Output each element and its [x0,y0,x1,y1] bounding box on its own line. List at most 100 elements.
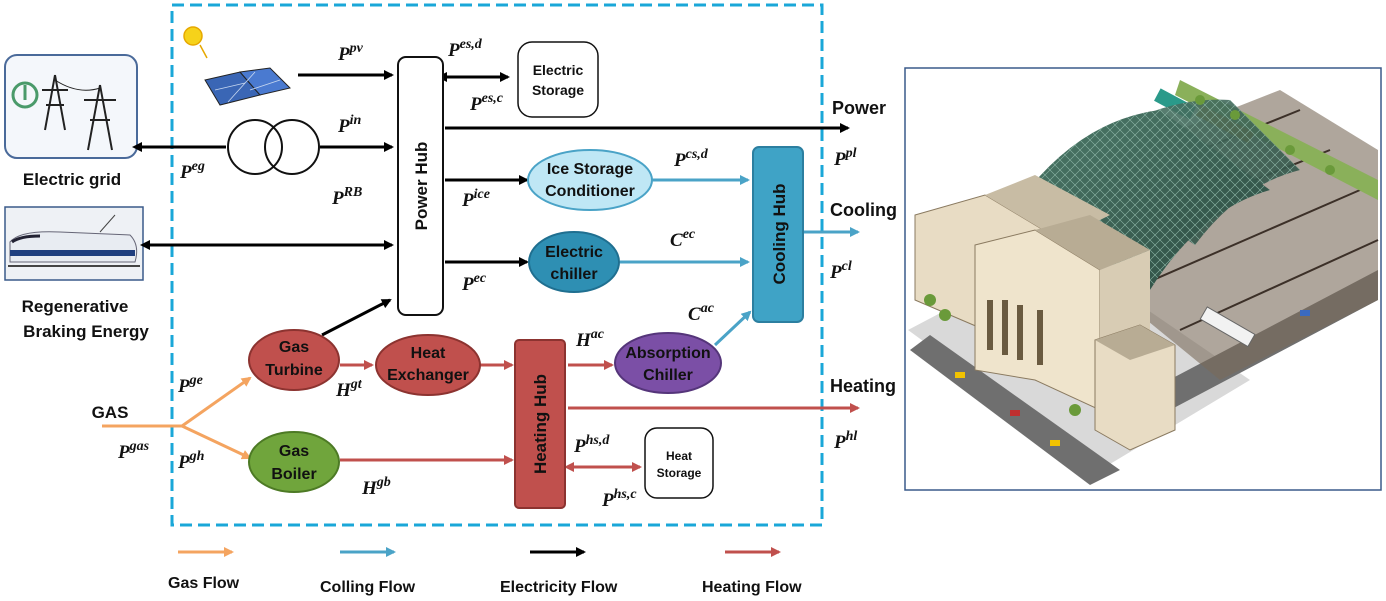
symbol-base: P [829,262,842,283]
symbol-cec: Cec [670,227,696,251]
train-station-illustration [904,67,1382,491]
symbol-pec: Pec [461,271,487,295]
symbol-pcsd: Pcs,d [673,147,709,171]
electric-grid-label: Electric grid [23,170,121,189]
gas-turbine: Gas Turbine [248,329,340,391]
symbol-pesc: Pes,c [469,91,504,115]
gas-label: GAS [92,403,129,422]
system-boundary [170,3,824,527]
symbol-superscript: cl [842,259,852,274]
solar-panel-icon [183,26,291,106]
symbol-superscript: eg [192,159,205,174]
symbol-superscript: pl [845,146,857,161]
legend-gas-label: Gas Flow [168,575,240,592]
heat-exchanger: Heat Exchanger [375,334,481,396]
symbol-base: P [179,162,192,183]
absorption-label-2: Chiller [643,367,693,384]
gas-turbine-arrow [181,376,252,428]
symbol-hgt: Hgt [335,377,363,401]
absorption-chiller: Absorption Chiller [614,332,722,394]
regenerative-label-2: Braking Energy [23,322,149,341]
heat-storage-label-1: Heat [666,449,692,463]
absorption-label-1: Absorption [625,345,710,362]
heating-hub-label: Heating Hub [531,374,550,474]
symbol-superscript: hs,c [614,487,638,502]
symbol-base: H [361,478,378,499]
symbol-base: P [177,452,190,473]
heat-exchanger-label-1: Heat [411,345,446,362]
symbol-superscript: hs,d [586,433,611,448]
symbol-base: P [177,376,190,397]
heat-storage-label-2: Storage [657,466,702,480]
symbol-pgh: Pgh [177,449,205,473]
symbol-base: P [601,490,614,511]
train-icon [4,206,144,281]
symbol-superscript: ec [683,227,696,242]
legend-cooling-label: Colling Flow [320,579,416,596]
symbol-base: P [331,188,344,209]
symbol-base: P [673,150,686,171]
symbol-base: H [575,330,592,351]
symbol-base: P [573,436,586,457]
ice-storage-conditioner: Ice Storage Conditioner [527,149,653,211]
electric-chiller-label-1: Electric [545,244,603,261]
regenerative-label-1: Regenerative [22,297,129,316]
symbol-pgas: Pgas [117,439,150,463]
symbol-pge: Pge [177,373,203,397]
absorption-cooling-arrow [713,310,752,347]
symbol-base: P [833,149,846,170]
symbol-hgb: Hgb [361,475,391,499]
legend-heating-label: Heating Flow [702,579,802,596]
heating-output-label: Heating [830,376,896,396]
symbol-phl: Phl [833,429,857,453]
symbol-superscript: ec [474,271,487,286]
symbol-peg: Peg [179,159,205,183]
symbol-pcl: Pcl [829,259,852,283]
symbol-superscript: ac [701,301,715,316]
symbol-ppv: Ppv [337,41,364,65]
symbol-phsd: Phs,d [573,433,610,457]
symbol-superscript: gh [189,449,205,464]
electric-chiller: Electric chiller [528,231,620,293]
symbol-base: P [461,190,474,211]
gas-boiler-label-1: Gas [279,443,309,460]
symbol-superscript: RB [343,185,363,200]
ice-storage-label-1: Ice Storage [547,161,633,178]
electric-chiller-label-2: chiller [550,266,597,283]
symbol-superscript: es,c [482,91,504,106]
heating-hub: Heating Hub [514,339,566,509]
cooling-hub-label: Cooling Hub [770,183,789,284]
symbol-pice: Pice [461,187,490,211]
electric-storage: Electric Storage [517,41,599,118]
symbol-superscript: in [350,113,362,128]
legend: Gas Flow Colling Flow Electricity Flow H… [168,547,802,596]
gas-boiler-arrow [181,424,252,460]
symbol-superscript: ge [189,373,203,388]
gas-boiler-label-2: Boiler [271,466,316,483]
symbol-base: P [833,432,846,453]
symbol-superscript: pv [349,41,364,56]
symbol-base: P [469,94,482,115]
symbol-base: P [117,442,130,463]
symbol-ppl: Ppl [833,146,857,170]
symbol-hac: Hac [575,327,605,351]
power-output-label: Power [832,98,886,118]
ice-storage-label-2: Conditioner [545,183,635,200]
symbol-base: P [461,274,474,295]
turbine-power-arrow [321,298,392,337]
cooling-output-label: Cooling [830,200,897,220]
symbol-base: P [447,40,460,61]
cooling-hub: Cooling Hub [752,146,804,323]
symbol-pesd: Pes,d [447,37,483,61]
symbol-superscript: hl [846,429,858,444]
symbol-base: C [688,304,701,325]
symbol-pin: Pin [337,113,361,137]
symbol-base: P [337,44,350,65]
electric-storage-label-1: Electric [533,62,584,78]
symbol-superscript: ice [474,187,490,202]
electric-grid-icon [4,54,138,159]
legend-electricity-label: Electricity Flow [500,579,618,596]
electric-storage-label-2: Storage [532,82,584,98]
